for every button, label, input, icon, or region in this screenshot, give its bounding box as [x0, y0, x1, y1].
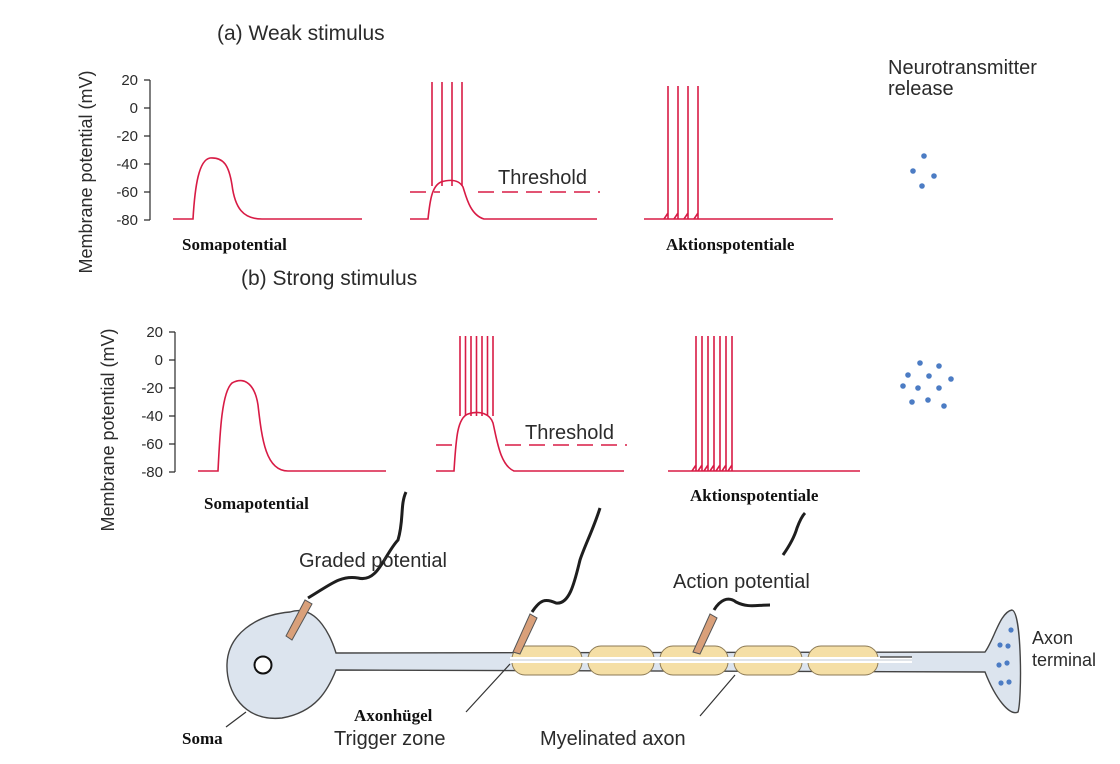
vesicles-strong	[900, 360, 954, 409]
spike	[715, 336, 721, 472]
axon-terminal-line-2: terminal	[1032, 650, 1096, 670]
axon-terminal-label: Axon terminal	[1032, 628, 1096, 670]
soma-potential-trace-strong	[198, 379, 386, 472]
terminal-vesicles	[996, 627, 1014, 686]
vesicle	[1004, 660, 1010, 666]
trigger-zone-spikes-strong	[459, 336, 494, 416]
vesicle	[926, 373, 932, 379]
tick-label-minus40: -40	[116, 156, 138, 173]
axonhugel-label: Axonhügel	[354, 706, 433, 725]
tick-label-minus40: -40	[141, 408, 163, 425]
vesicle	[1006, 679, 1012, 685]
tick-label-minus20: -20	[141, 380, 163, 397]
graded-potential-label: Graded potential	[299, 550, 447, 572]
threshold-label-strong: Threshold	[525, 422, 614, 444]
y-axis-label-weak: Membrane potential (mV)	[76, 70, 96, 273]
trigger-zone-spikes-weak	[431, 82, 463, 186]
electrode-tip-trigger	[512, 613, 538, 655]
vesicle	[925, 397, 931, 403]
y-axis-strong: 20 0 -20 -40 -60 -80	[141, 324, 176, 481]
electrode-wire-axon	[712, 597, 771, 611]
neurotransmitter-release-label: Neurotransmitter release	[888, 57, 1043, 100]
trigger-zone-trace-weak	[410, 179, 597, 220]
tick-label-20: 20	[121, 72, 138, 89]
vesicle	[900, 383, 906, 389]
action-potential-spikes-strong	[691, 336, 733, 472]
vesicle	[996, 662, 1002, 668]
spike	[673, 86, 679, 220]
soma-potential-label-weak: Somapotential	[182, 235, 287, 254]
vesicle	[915, 385, 921, 391]
spike	[663, 86, 669, 220]
trigger-zone-label: Trigger zone	[334, 728, 446, 750]
axon-terminal-line-1: Axon	[1032, 628, 1073, 648]
spike	[703, 336, 709, 472]
vesicle	[921, 153, 927, 159]
myelin-leader	[699, 674, 736, 717]
vesicle	[1008, 627, 1014, 633]
electrode-wire-trigger	[530, 507, 602, 613]
vesicle	[905, 372, 911, 378]
soma-leader	[225, 711, 247, 728]
tick-label-minus20: -20	[116, 128, 138, 145]
threshold-label-weak: Threshold	[498, 167, 587, 189]
spike	[697, 336, 703, 472]
tick-label-minus80: -80	[141, 464, 163, 481]
release-label-line-1: Neurotransmitter	[888, 57, 1037, 79]
vesicle	[998, 680, 1004, 686]
nucleus	[253, 655, 273, 675]
spike	[693, 86, 699, 220]
action-potential-label: Action potential	[673, 571, 810, 593]
spike	[721, 336, 727, 472]
spike	[727, 336, 733, 472]
spike	[691, 336, 697, 472]
tick-label-0: 0	[155, 352, 163, 369]
spike	[683, 86, 689, 220]
vesicle	[909, 399, 915, 405]
vesicle	[910, 168, 916, 174]
tick-label-minus60: -60	[116, 184, 138, 201]
vesicle	[997, 642, 1003, 648]
release-label-line-2: release	[888, 78, 954, 100]
myelinated-axon-label: Myelinated axon	[540, 728, 686, 750]
soma-label: Soma	[182, 729, 223, 748]
tick-label-0: 0	[130, 100, 138, 117]
vesicle	[941, 403, 947, 409]
y-axis-weak: 20 0 -20 -40 -60 -80	[116, 72, 151, 229]
vesicle	[936, 363, 942, 369]
soma-potential-label-strong: Somapotential	[204, 494, 309, 513]
soma-potential-trace-weak	[173, 157, 362, 220]
neuron: Graded potential Action potential Soma A…	[182, 491, 1096, 750]
trigger-zone-leader	[465, 663, 511, 713]
panel-strong-stimulus: (b) Strong stimulus Membrane potential (…	[98, 267, 954, 532]
action-potential-spikes-weak	[663, 86, 699, 220]
myelin-sheaths	[510, 645, 912, 676]
recording-electrodes	[285, 491, 807, 655]
vesicles-weak	[910, 153, 937, 189]
electrode-wire-soma	[307, 491, 408, 600]
vesicle	[1005, 643, 1011, 649]
electrode-tip-soma	[285, 599, 313, 641]
vesicle	[948, 376, 954, 382]
tick-label-minus60: -60	[141, 436, 163, 453]
vesicle	[931, 173, 937, 179]
trace-squiggle-axon	[781, 511, 807, 556]
electrode-tip-axon	[692, 613, 718, 655]
tick-label-20: 20	[146, 324, 163, 341]
panel-weak-stimulus: (a) Weak stimulus Membrane potential (mV…	[76, 22, 1043, 274]
tick-label-minus80: -80	[116, 212, 138, 229]
action-potential-label-strong: Aktionspotentiale	[690, 486, 819, 505]
vesicle	[917, 360, 923, 366]
vesicle	[919, 183, 925, 189]
action-potential-label-weak: Aktionspotentiale	[666, 235, 795, 254]
panel-title-strong: (b) Strong stimulus	[241, 267, 417, 290]
y-axis-label-strong: Membrane potential (mV)	[98, 328, 118, 531]
spike	[709, 336, 715, 472]
vesicle	[936, 385, 942, 391]
panel-title-weak: (a) Weak stimulus	[217, 22, 385, 45]
